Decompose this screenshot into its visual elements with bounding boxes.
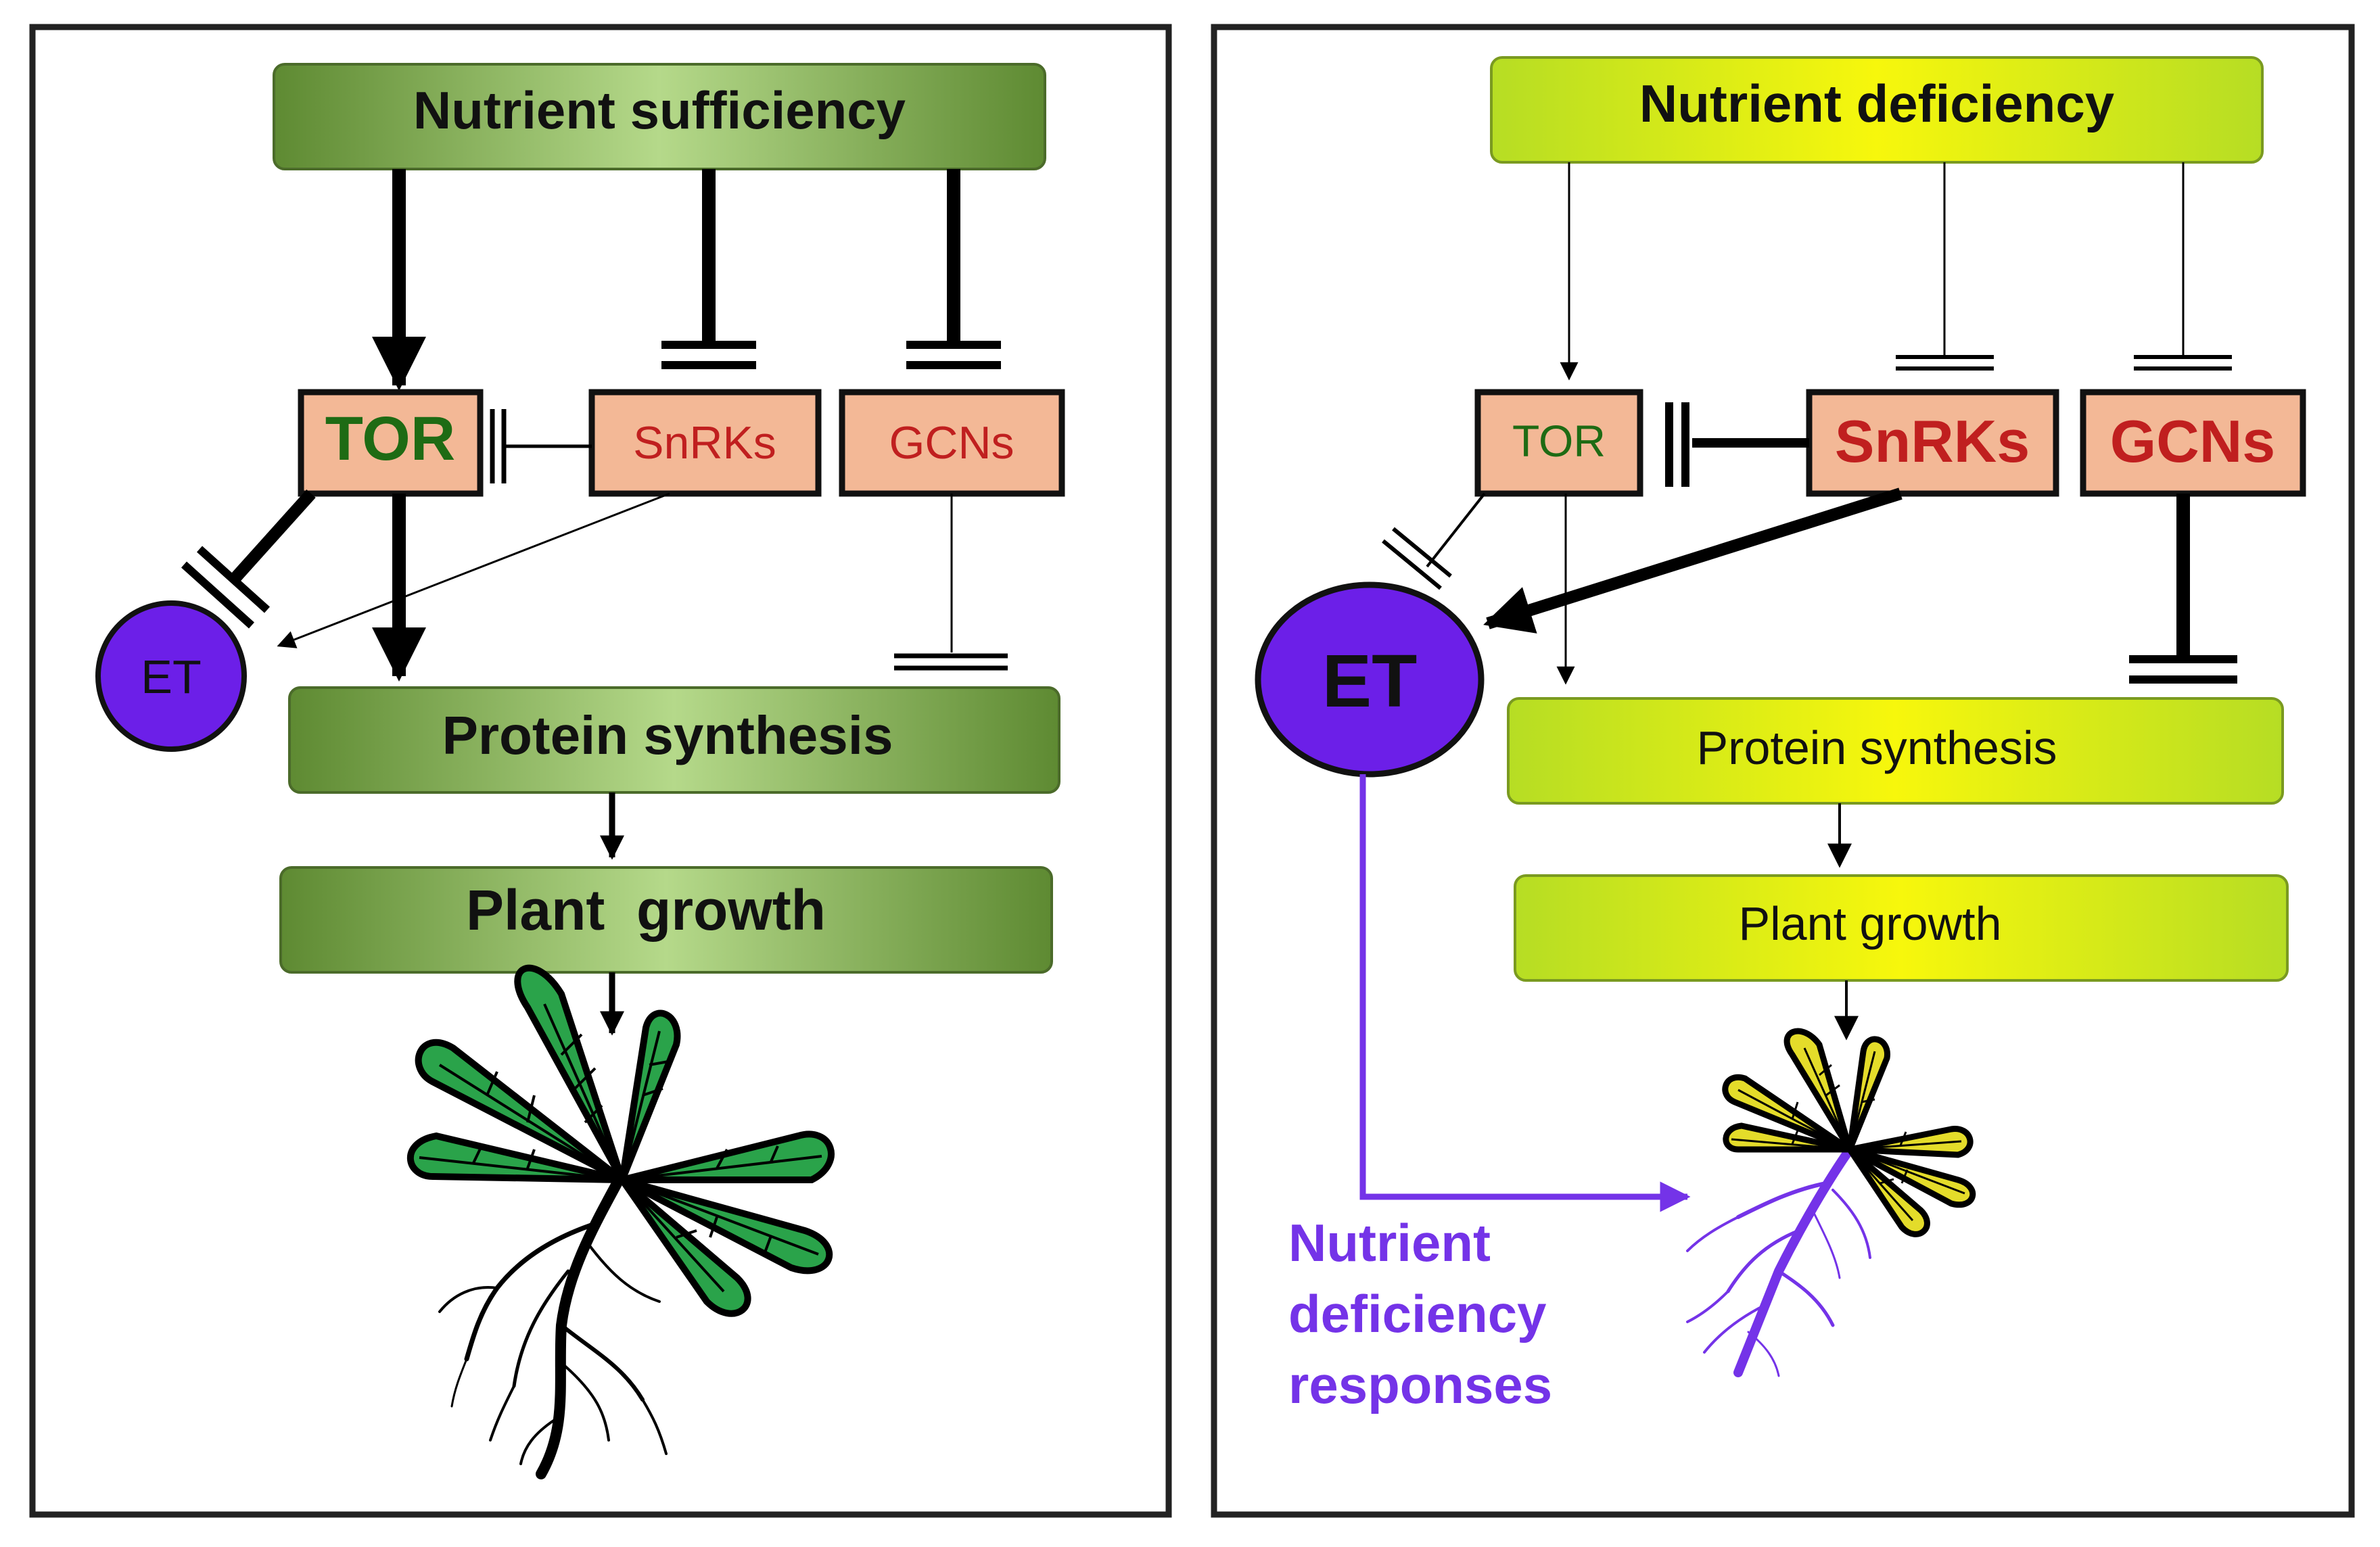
healthy-plant-illustration bbox=[406, 964, 835, 1479]
right-tor-box bbox=[1474, 389, 1643, 497]
right-inhibit-tor-et bbox=[1382, 492, 1486, 590]
right-inhibit-gcns-protein bbox=[2129, 494, 2237, 684]
stressed-plant-leaves bbox=[1722, 1028, 1976, 1237]
left-plant-growth-text: Plant growth bbox=[466, 878, 826, 942]
left-inhibit-gcns-protein bbox=[894, 494, 1008, 671]
right-tor-label: TOR bbox=[1512, 416, 1606, 466]
stressed-plant-leaf-veins bbox=[1731, 1047, 1965, 1221]
left-et-circle bbox=[95, 600, 247, 752]
right-gcns-box bbox=[2080, 389, 2306, 497]
left-header-box bbox=[273, 63, 1046, 170]
right-protein-synthesis-text: Protein synthesis bbox=[1696, 721, 2057, 774]
left-inhibit-header-gcns bbox=[906, 169, 1001, 369]
right-header-box bbox=[1490, 56, 2264, 164]
right-panel: Nutrient deficiency TOR SnRKs GCNs bbox=[1211, 24, 2355, 1518]
stressed-plant-illustration bbox=[1686, 1028, 1976, 1377]
right-protein-synthesis-box bbox=[1507, 697, 2284, 805]
deficiency-responses-line-3: responses bbox=[1288, 1355, 1552, 1414]
left-snrks-label: SnRKs bbox=[633, 417, 776, 469]
right-plant-growth-box bbox=[1514, 874, 2289, 982]
left-tor-box bbox=[298, 389, 484, 497]
healthy-plant-leaf-veins bbox=[419, 1003, 822, 1293]
left-gcns-box bbox=[839, 389, 1065, 497]
left-snrks-box bbox=[588, 389, 822, 497]
right-snrks-label: SnRKs bbox=[1835, 408, 2030, 475]
right-arrow-snrks-to-et bbox=[1483, 487, 1903, 634]
right-inhibit-header-snrks bbox=[1896, 162, 1994, 371]
left-protein-synthesis-box bbox=[288, 686, 1060, 794]
healthy-plant-roots bbox=[438, 1174, 668, 1479]
right-header-text: Nutrient deficiency bbox=[1639, 74, 2114, 133]
left-protein-synthesis-text: Protein synthesis bbox=[442, 705, 893, 765]
deficiency-responses-line-2: deficiency bbox=[1288, 1284, 1547, 1343]
stressed-plant-roots bbox=[1686, 1145, 1871, 1377]
left-arrow-snrks-to-et bbox=[277, 492, 670, 648]
left-plant-growth-box bbox=[279, 866, 1053, 974]
left-panel: Nutrient sufficiency TOR SnRKs GCNs bbox=[29, 24, 1172, 1518]
right-plant-growth-text: Plant growth bbox=[1738, 897, 2001, 950]
left-inhibit-tor-et bbox=[181, 489, 316, 629]
right-inhibit-snrks-tor bbox=[1665, 402, 1809, 487]
right-gcns-label: GCNs bbox=[2110, 408, 2276, 475]
right-inhibit-header-gcns bbox=[2134, 162, 2232, 371]
left-inhibit-snrks-tor bbox=[490, 409, 592, 483]
left-et-label: ET bbox=[141, 650, 201, 703]
healthy-plant-leaves bbox=[406, 964, 835, 1317]
right-et-label: ET bbox=[1322, 640, 1418, 723]
right-snrks-box bbox=[1806, 389, 2059, 497]
left-inhibit-header-snrks bbox=[661, 169, 756, 369]
right-arrow-et-to-roots bbox=[1359, 774, 1691, 1212]
left-header-text: Nutrient sufficiency bbox=[413, 80, 906, 140]
left-tor-label: TOR bbox=[325, 404, 456, 473]
right-et-ellipse bbox=[1255, 581, 1485, 778]
deficiency-responses-line-1: Nutrient bbox=[1288, 1213, 1491, 1272]
left-gcns-label: GCNs bbox=[889, 417, 1014, 469]
